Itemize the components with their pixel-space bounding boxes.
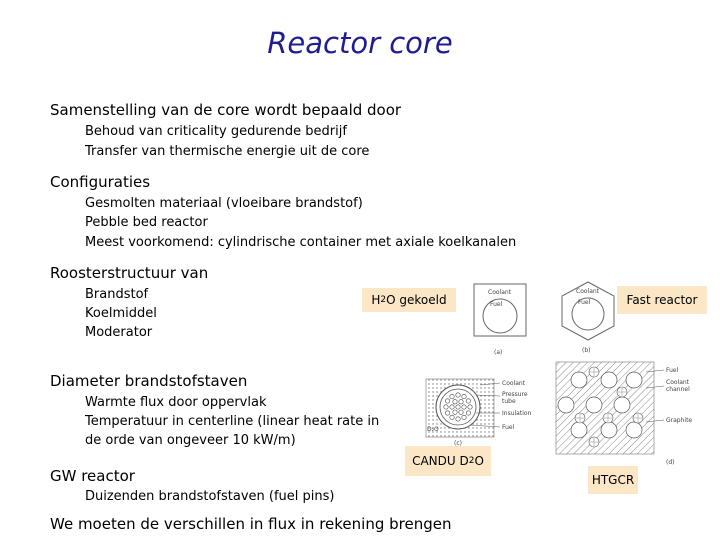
label-d2o: D₂O bbox=[427, 426, 439, 433]
fuel-channel bbox=[557, 396, 575, 414]
fuel-channel bbox=[600, 371, 618, 389]
fuel-pin bbox=[455, 392, 461, 398]
label-tube: tube bbox=[502, 398, 516, 405]
fuel-channel bbox=[613, 396, 631, 414]
fuel-pin bbox=[465, 410, 471, 416]
fuel-channel bbox=[570, 421, 588, 439]
fuel-pin bbox=[452, 399, 458, 405]
fuel-pin bbox=[445, 410, 451, 416]
heading-gw-reactor: GW reactor bbox=[50, 467, 135, 485]
list-item: Moderator bbox=[85, 325, 153, 340]
label-fuel: Fuel bbox=[502, 424, 515, 431]
label-fuel: Fuel bbox=[666, 367, 679, 374]
label-coolant: Coolant bbox=[576, 288, 600, 295]
figure-lattice-c: Coolant Pressure tube Insulation Fuel D₂… bbox=[425, 378, 532, 447]
label-coolant: Coolant bbox=[488, 289, 512, 296]
label-graphite: Graphite bbox=[666, 417, 692, 424]
list-item: Pebble bed reactor bbox=[85, 215, 208, 230]
heading-lattice: Roosterstructuur van bbox=[50, 264, 209, 282]
heading-configurations: Configuraties bbox=[50, 173, 151, 191]
figure-lattice-a: Coolant Fuel (a) bbox=[473, 283, 527, 356]
list-item: Brandstof bbox=[85, 287, 149, 302]
fuel-pin bbox=[449, 404, 455, 410]
fuel-pin bbox=[461, 404, 467, 410]
caption-b: (b) bbox=[582, 347, 591, 354]
list-item: Temperatuur in centerline (linear heat r… bbox=[85, 414, 380, 429]
leader-line bbox=[645, 385, 665, 389]
tag-text: O bbox=[474, 454, 484, 468]
leader-line bbox=[469, 424, 501, 428]
list-item: Transfer van thermische energie uit de c… bbox=[85, 144, 370, 159]
fuel-pin bbox=[465, 398, 471, 404]
leader-line bbox=[645, 419, 665, 423]
list-item: Duizenden brandstofstaven (fuel pins) bbox=[85, 489, 335, 504]
tag-fast-reactor: Fast reactor bbox=[617, 286, 707, 314]
tag-subscript: 2 bbox=[380, 295, 387, 305]
label-coolant: Coolant bbox=[666, 379, 690, 386]
figure-lattice-d: Fuel Coolant channel Graphite (d) bbox=[555, 361, 692, 466]
channel-array bbox=[557, 366, 644, 448]
tag-subscript: 2 bbox=[468, 456, 475, 466]
cell-hexagon bbox=[561, 281, 615, 341]
tag-text: O gekoeld bbox=[386, 293, 447, 307]
fuel-channel bbox=[625, 371, 643, 389]
list-item: Koelmiddel bbox=[85, 306, 157, 321]
list-item: Behoud van criticality gedurende bedrijf bbox=[85, 124, 347, 139]
heading-diameter: Diameter brandstofstaven bbox=[50, 372, 248, 390]
fuel-circle bbox=[571, 297, 605, 331]
fuel-pin bbox=[445, 398, 451, 404]
fuel-pin bbox=[449, 394, 455, 400]
list-item: Gesmolten materiaal (vloeibare brandstof… bbox=[85, 196, 363, 211]
label-channel: channel bbox=[666, 386, 690, 393]
fuel-circle bbox=[482, 298, 518, 334]
fuel-channel bbox=[570, 371, 588, 389]
label-coolant: Coolant bbox=[502, 380, 526, 387]
footer-text: We moeten de verschillen in flux in reke… bbox=[50, 515, 452, 533]
tag-htgcr: HTGCR bbox=[588, 466, 638, 494]
caption-d: (d) bbox=[666, 459, 675, 466]
fuel-pin bbox=[455, 404, 461, 410]
fuel-pin bbox=[443, 404, 449, 410]
caption-c: (c) bbox=[454, 440, 462, 447]
figure-lattice-b: Coolant Fuel (b) bbox=[561, 281, 615, 354]
label-fuel: Fuel bbox=[490, 301, 503, 308]
slide-title: Reactor core bbox=[267, 26, 453, 60]
cell-square bbox=[473, 283, 527, 337]
leader-line bbox=[475, 394, 501, 397]
fuel-pin bbox=[458, 409, 464, 415]
fuel-bundle bbox=[443, 392, 473, 422]
fuel-pin bbox=[455, 416, 461, 422]
fuel-channel bbox=[585, 396, 603, 414]
list-item: Warmte flux door oppervlak bbox=[85, 395, 267, 410]
fuel-pin bbox=[461, 394, 467, 400]
fuel-pin bbox=[461, 414, 467, 420]
fuel-pin bbox=[449, 414, 455, 420]
label-insulation: Insulation bbox=[502, 410, 532, 417]
fuel-channel bbox=[625, 421, 643, 439]
label-fuel: Fuel bbox=[578, 299, 591, 306]
fuel-pin bbox=[458, 399, 464, 405]
list-item: de orde van ongeveer 10 kW/m) bbox=[85, 433, 296, 448]
list-item: Meest voorkomend: cylindrische container… bbox=[85, 235, 517, 250]
fuel-pin bbox=[467, 404, 473, 410]
caption-a: (a) bbox=[494, 349, 502, 356]
fuel-pin bbox=[452, 409, 458, 415]
heading-composition: Samenstelling van de core wordt bepaald … bbox=[50, 101, 402, 119]
tag-text: H bbox=[371, 293, 381, 307]
leader-line bbox=[479, 382, 501, 386]
tag-text: CANDU D bbox=[412, 454, 469, 468]
leader-line bbox=[645, 369, 665, 373]
label-pressure: Pressure bbox=[502, 391, 528, 398]
fuel-channel bbox=[600, 421, 618, 439]
